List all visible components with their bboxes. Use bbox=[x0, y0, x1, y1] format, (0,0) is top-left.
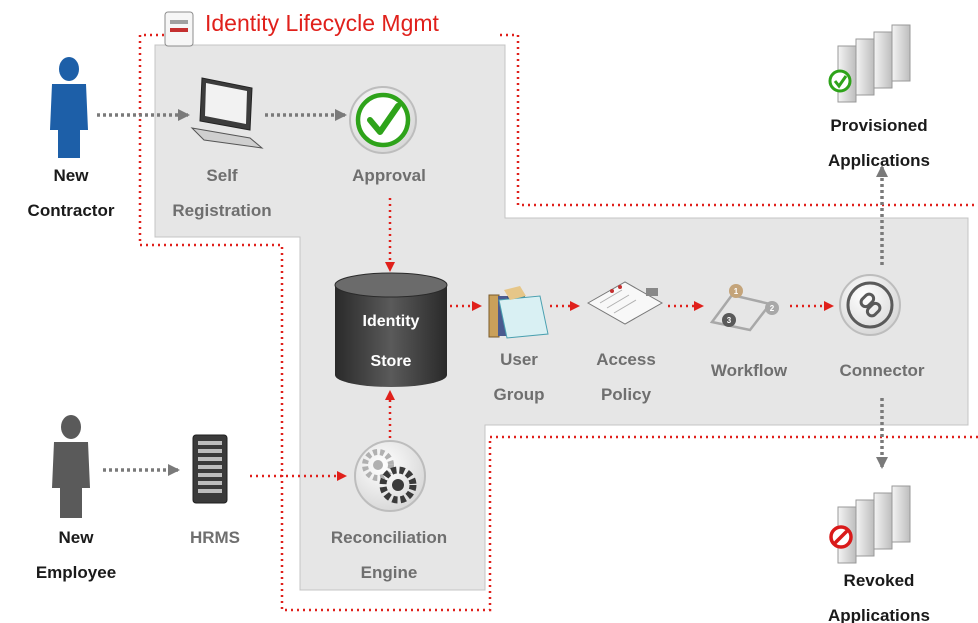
reconciliation-gears-icon bbox=[354, 440, 426, 512]
server-box-icon bbox=[164, 11, 194, 47]
new-employee-person-icon bbox=[52, 415, 90, 518]
identity-store-label: Identity Store bbox=[362, 313, 420, 370]
workflow-label: Workflow bbox=[710, 361, 788, 380]
laptop-icon bbox=[190, 77, 264, 149]
lifecycle-region bbox=[154, 44, 969, 591]
approval-label: Approval bbox=[352, 166, 426, 185]
hrms-server-rack-icon bbox=[192, 434, 228, 504]
workflow-icon: 1 2 3 bbox=[709, 284, 779, 332]
reconciliation-engine-label: Reconciliation Engine bbox=[330, 528, 448, 582]
self-registration-label: Self Registration bbox=[172, 166, 272, 220]
new-contractor-label: New Contractor bbox=[27, 166, 115, 220]
connector-chain-link-icon bbox=[839, 274, 901, 336]
lifecycle-boundary-top bbox=[500, 33, 978, 207]
workflow-step-2: 2 bbox=[770, 304, 775, 313]
approval-checkmark-icon bbox=[349, 86, 417, 154]
access-policy-label: Access Policy bbox=[596, 350, 656, 404]
user-group-label: User Group bbox=[493, 350, 545, 404]
workflow-step-1: 1 bbox=[734, 287, 739, 296]
access-policy-document-icon bbox=[586, 281, 664, 325]
hrms-label: HRMS bbox=[189, 528, 241, 547]
connector-label: Connector bbox=[839, 361, 925, 380]
workflow-step-3: 3 bbox=[727, 316, 732, 325]
revoked-applications-label: Revoked Applications bbox=[827, 571, 931, 623]
provisioned-applications-label: Provisioned Applications bbox=[827, 116, 931, 170]
user-group-folder-icon bbox=[488, 286, 549, 339]
provisioned-servers-icon bbox=[828, 24, 911, 103]
new-employee-label: New Employee bbox=[35, 528, 117, 582]
identity-store-database-icon bbox=[334, 272, 448, 387]
page-title: Identity Lifecycle Mgmt bbox=[205, 10, 439, 36]
new-contractor-person-icon bbox=[50, 57, 88, 158]
revoked-servers-icon bbox=[829, 485, 911, 564]
lifecycle-boundary bbox=[138, 33, 978, 612]
